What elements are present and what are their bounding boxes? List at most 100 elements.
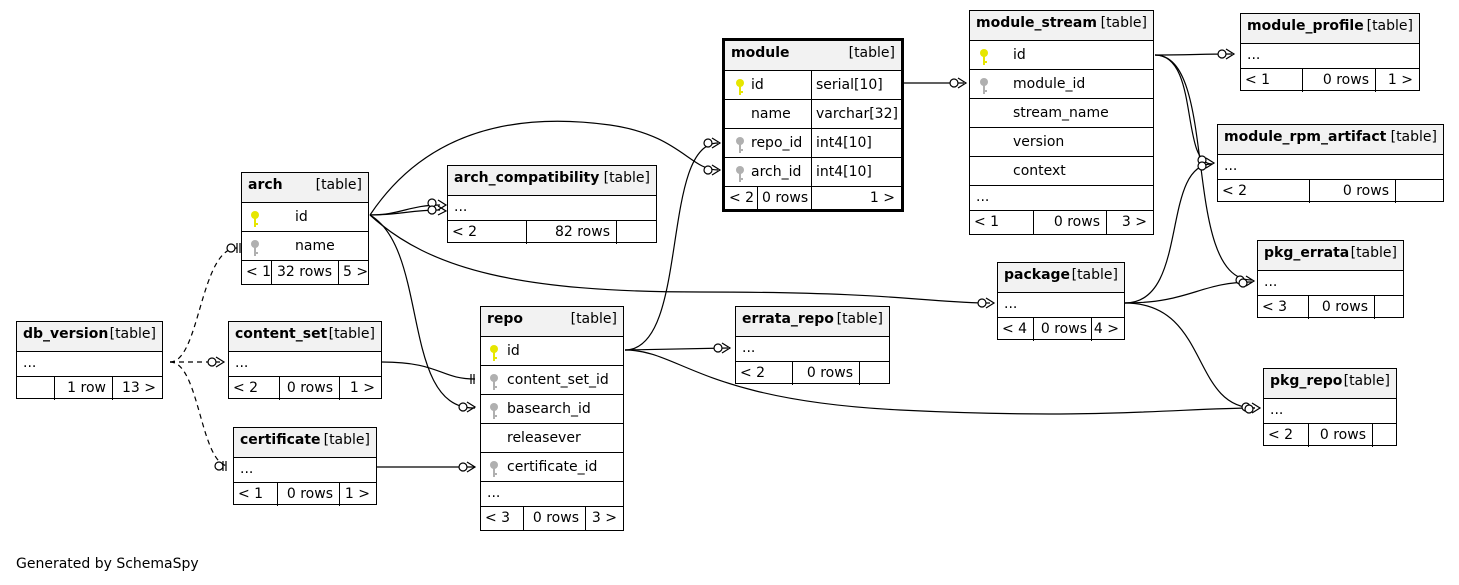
table-type: [table]: [836, 311, 883, 327]
table-arch_compatibility[interactable]: arch_compatibility[table] ... < 2 82 row…: [447, 165, 657, 244]
column-name: content_set_id: [507, 372, 609, 388]
children-count: 1 >: [344, 486, 370, 502]
edge-arch-module: [369, 120, 719, 216]
more-columns: ...: [235, 355, 249, 371]
generated-by-caption: Generated by SchemaSpy: [16, 556, 199, 572]
table-module[interactable]: module[table] id serial[10] name varchar…: [722, 38, 904, 212]
more-columns: ...: [1270, 402, 1284, 418]
table-certificate[interactable]: certificate[table] ... < 1 0 rows 1 >: [233, 427, 377, 506]
row-count: 0 rows: [286, 486, 333, 502]
table-name: pkg_errata: [1264, 245, 1350, 261]
edge-package-pkg_errata: [1124, 281, 1253, 304]
table-name: pkg_repo: [1270, 373, 1343, 389]
table-type: [table]: [1366, 18, 1413, 34]
children-count: 3 >: [1121, 214, 1147, 230]
primary-key-icon: [490, 345, 498, 361]
table-content_set[interactable]: content_set[table] ... < 2 0 rows 1 >: [228, 321, 382, 400]
edge-module_stream-module_rpm_artifact: [1154, 54, 1213, 165]
column-name: arch_id: [751, 164, 802, 180]
column-name: certificate_id: [507, 459, 598, 475]
children-count: 4 >: [1093, 321, 1119, 337]
column-name: version: [1013, 134, 1065, 150]
edge-repo-errata_repo: [624, 347, 729, 351]
column-name: id: [751, 77, 764, 93]
parents-count: < 1: [1245, 72, 1271, 88]
edge-package-module_rpm_artifact: [1124, 163, 1213, 304]
row-count: 0 rows: [1053, 214, 1100, 230]
table-name: repo: [487, 311, 524, 327]
row-count: 0 rows: [762, 190, 809, 206]
column-name: id: [1013, 47, 1026, 63]
row-count: 0 rows: [1322, 72, 1369, 88]
table-arch[interactable]: arch[table] id name < 1 32 rows 5 >: [241, 172, 369, 285]
table-errata_repo[interactable]: errata_repo[table] ... < 2 0 rows: [735, 306, 890, 385]
parents-count: < 3: [485, 510, 511, 526]
table-name: arch: [248, 177, 283, 193]
table-type: [table]: [1071, 267, 1118, 283]
parents-count: < 2: [1268, 427, 1294, 443]
primary-key-icon: [251, 211, 259, 227]
primary-key-icon: [736, 79, 744, 95]
edge-repo-module: [624, 142, 719, 351]
foreign-key-icon: [251, 240, 259, 256]
row-count: 0 rows: [806, 365, 853, 381]
column-name: name: [751, 106, 791, 122]
table-db_version[interactable]: db_version[table] ... 1 row 13 >: [16, 321, 163, 400]
table-pkg_errata[interactable]: pkg_errata[table] ... < 3 0 rows: [1257, 240, 1404, 319]
foreign-key-icon: [490, 461, 498, 477]
table-name: db_version: [23, 326, 109, 342]
parents-count: < 1: [974, 214, 1000, 230]
column-name: module_id: [1013, 76, 1086, 92]
foreign-key-icon: [736, 137, 744, 153]
parents-count: < 2: [233, 380, 259, 396]
column-name: id: [507, 343, 520, 359]
edge-repo-pkg_repo: [624, 349, 1256, 415]
parents-count: < 3: [1262, 299, 1288, 315]
column-name: basearch_id: [507, 401, 591, 417]
table-repo[interactable]: repo [table] id content_set_id basearch_i…: [480, 306, 624, 531]
table-type: [table]: [328, 326, 375, 342]
row-count: 0 rows: [532, 510, 579, 526]
row-count: 82 rows: [554, 224, 610, 240]
table-type: [table]: [848, 45, 895, 61]
column-name: id: [295, 209, 308, 225]
table-pkg_repo[interactable]: pkg_repo[table] ... < 2 0 rows: [1263, 368, 1397, 447]
parents-count: < 2: [729, 190, 755, 206]
column-name: context: [1013, 163, 1066, 179]
table-module_rpm_artifact[interactable]: module_rpm_artifact[table] ... < 2 0 row…: [1217, 124, 1444, 203]
row-count: 1 row: [67, 380, 106, 396]
table-type: [table]: [315, 177, 362, 193]
more-columns: ...: [1004, 296, 1018, 312]
table-type: [table]: [1100, 15, 1147, 31]
edge-db_version-arch: [169, 247, 238, 363]
table-name: module: [731, 45, 790, 61]
parents-count: < 1: [246, 264, 272, 280]
table-name: content_set: [235, 326, 328, 342]
foreign-key-icon: [736, 166, 744, 182]
table-type: [table]: [323, 432, 370, 448]
more-columns: ...: [23, 355, 37, 371]
edge-arch-package: [369, 214, 991, 304]
table-name: package: [1004, 267, 1071, 283]
table-module_profile[interactable]: module_profile[table] ... < 1 0 rows 1 >: [1240, 13, 1420, 92]
foreign-key-icon: [980, 78, 988, 94]
column-type: int4[10]: [816, 164, 872, 180]
row-count: 0 rows: [1319, 427, 1366, 443]
row-count: 0 rows: [286, 380, 333, 396]
table-type: [table]: [1390, 129, 1437, 145]
edge-arch-repo: [369, 214, 476, 409]
column-type: varchar[32]: [816, 106, 898, 122]
table-package[interactable]: package[table] ... < 4 0 rows 4 >: [997, 262, 1125, 341]
parents-count: < 4: [1002, 321, 1028, 337]
table-type: [table]: [603, 170, 650, 186]
row-count: 0 rows: [1342, 183, 1389, 199]
table-type: [table]: [570, 311, 617, 327]
children-count: 1 >: [869, 190, 895, 206]
edge-content_set-repo: [381, 361, 476, 380]
column-name: stream_name: [1013, 105, 1109, 121]
edge-package-pkg_repo: [1124, 302, 1256, 409]
table-type: [table]: [1350, 245, 1397, 261]
table-module_stream[interactable]: module_stream[table] id module_id stream…: [969, 10, 1154, 235]
row-count: 32 rows: [277, 264, 333, 280]
